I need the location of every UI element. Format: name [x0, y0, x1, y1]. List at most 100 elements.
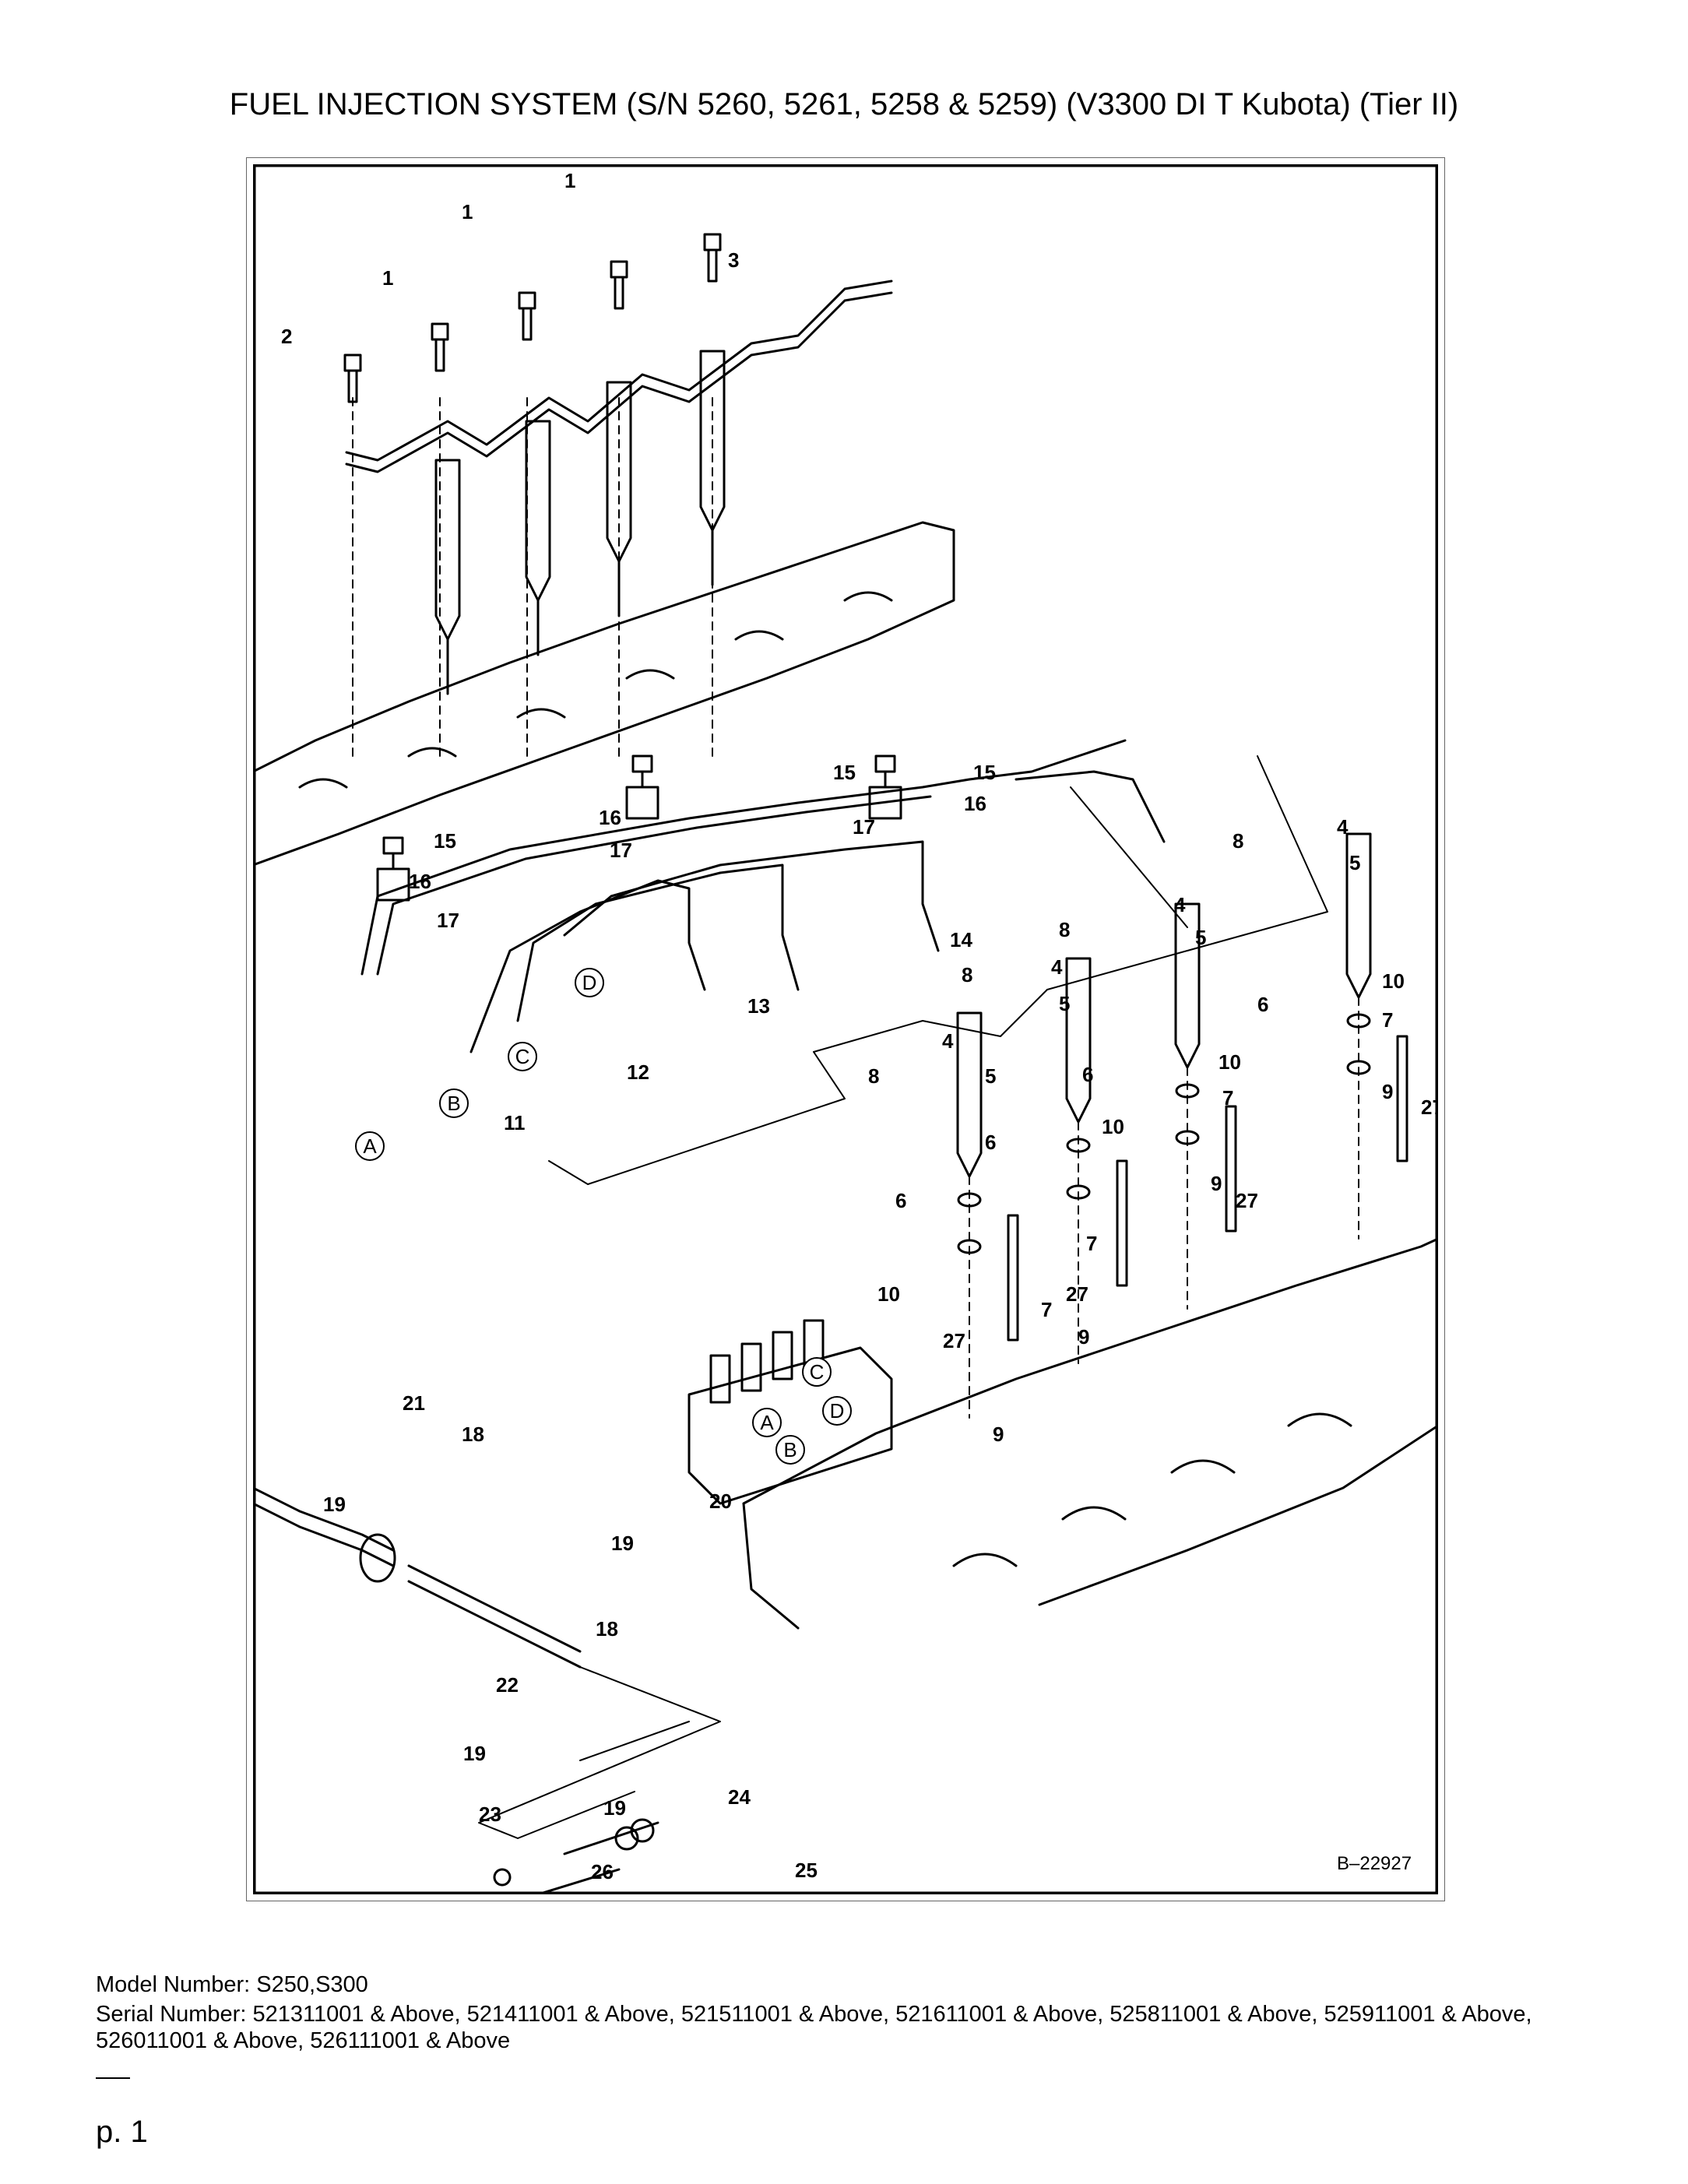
part-label-1: 1	[382, 266, 393, 290]
part-label-6: 6	[985, 1131, 996, 1154]
fuel-line	[360, 739, 1127, 976]
bolt-3	[518, 291, 536, 341]
gasket-9	[1175, 1130, 1200, 1145]
injector-right-3	[1065, 957, 1092, 1124]
connection-marker-circle	[752, 1408, 782, 1437]
part-label-5: 5	[1349, 851, 1360, 874]
injector-top-4	[699, 350, 726, 532]
stud-27	[1007, 1214, 1019, 1342]
part-label-9: 9	[1382, 1080, 1393, 1103]
part-label-21: 21	[403, 1391, 425, 1415]
part-label-27: 27	[1066, 1282, 1088, 1306]
connection-marker-circle	[575, 968, 604, 997]
part-label-5: 5	[985, 1064, 996, 1088]
washer-25	[614, 1826, 639, 1851]
part-label-24: 24	[728, 1785, 751, 1809]
part-label-4: 4	[942, 1029, 954, 1053]
o-ring-7	[957, 1192, 982, 1208]
hose-23	[533, 1821, 659, 1894]
return-line	[253, 1486, 582, 1653]
part-label-20: 20	[709, 1489, 732, 1513]
leader-line	[813, 755, 1328, 1053]
part-label-17: 17	[437, 909, 459, 932]
gasket-9	[957, 1239, 982, 1254]
part-label-27: 27	[1236, 1189, 1258, 1212]
figure-id: B–22927	[1337, 1853, 1412, 1874]
part-label-6: 6	[1257, 993, 1268, 1016]
part-label-19: 19	[603, 1796, 626, 1820]
connection-marker-circle	[775, 1435, 805, 1465]
leader-line	[478, 1666, 721, 1839]
banjo-fitting-21	[359, 1533, 396, 1583]
part-label-4: 4	[1051, 955, 1063, 979]
part-label-6: 6	[895, 1189, 906, 1212]
diagram-border	[253, 164, 1438, 1894]
part-label-7: 7	[1382, 1008, 1393, 1032]
connection-label-C: C	[515, 1045, 530, 1068]
model-number: Model Number: S250,S300	[96, 1972, 368, 1997]
fuel-line-11	[469, 879, 706, 1053]
leak-off-rail	[345, 280, 893, 462]
connection-label-B: B	[447, 1092, 460, 1115]
part-label-16: 16	[964, 792, 986, 815]
connection-label-D: D	[582, 971, 597, 994]
cylinder-head-contour-right	[952, 1412, 1352, 1567]
part-label-18: 18	[596, 1617, 618, 1641]
part-label-15: 15	[973, 761, 996, 784]
washer-25	[630, 1818, 655, 1843]
part-label-8: 8	[962, 963, 972, 986]
injector-right-2	[1174, 902, 1201, 1069]
cylinder-head-bottom-right	[742, 1237, 1438, 1630]
cylinder-head-contour	[298, 591, 893, 789]
footer-separator	[96, 2077, 130, 2079]
part-label-27: 27	[1421, 1096, 1438, 1119]
injection-pump-block-20	[688, 1346, 893, 1505]
fuel-line-13	[563, 840, 940, 952]
injector-right-4	[956, 1011, 983, 1178]
o-ring-7	[1346, 1013, 1371, 1029]
return-line	[253, 1502, 582, 1669]
part-label-13: 13	[747, 994, 770, 1018]
line-clamp-3	[376, 836, 410, 902]
part-label-9: 9	[1078, 1325, 1089, 1349]
fuel-line-12	[516, 863, 800, 1022]
stud-27	[1225, 1105, 1237, 1233]
connection-marker-circle	[822, 1396, 852, 1426]
connection-marker-circle	[508, 1042, 537, 1071]
page-title: FUEL INJECTION SYSTEM (S/N 5260, 5261, 5…	[229, 87, 1459, 121]
part-label-1: 1	[462, 200, 473, 223]
part-label-11: 11	[504, 1111, 526, 1134]
part-label-19: 19	[463, 1742, 486, 1765]
part-label-17: 17	[853, 815, 875, 839]
part-label-25: 25	[795, 1859, 818, 1882]
part-label-4: 4	[1174, 893, 1186, 916]
part-label-15: 15	[434, 829, 456, 853]
bolt-2	[431, 322, 449, 372]
bolt-4	[610, 260, 628, 310]
part-label-5: 5	[1195, 926, 1206, 949]
part-label-2: 2	[281, 325, 292, 348]
part-label-7: 7	[1041, 1298, 1052, 1321]
part-label-10: 10	[1102, 1115, 1124, 1138]
bolt-26	[493, 1868, 512, 1887]
connection-marker-circle	[355, 1131, 385, 1161]
line-clamp-2	[868, 754, 902, 820]
pump-outlet	[740, 1342, 762, 1392]
exploded-parts-diagram: 1112344445555666677778888999910101010111…	[253, 164, 1438, 1894]
fuel-line	[376, 795, 932, 976]
part-label-16: 16	[599, 806, 621, 829]
injector-top-3	[606, 381, 632, 563]
fuel-line-14	[1015, 770, 1166, 843]
injector-top-2	[525, 420, 551, 602]
part-label-26: 26	[591, 1860, 614, 1883]
part-label-27: 27	[943, 1329, 965, 1352]
part-label-8: 8	[868, 1064, 879, 1088]
connection-marker-circle	[439, 1088, 469, 1118]
part-label-10: 10	[1219, 1050, 1241, 1074]
part-label-15: 15	[833, 761, 856, 784]
stud-27	[1396, 1035, 1408, 1162]
serial-number: Serial Number: 521311001 & Above, 521411…	[96, 2002, 1532, 2053]
part-label-17: 17	[610, 839, 632, 862]
bolt-1	[343, 353, 362, 403]
